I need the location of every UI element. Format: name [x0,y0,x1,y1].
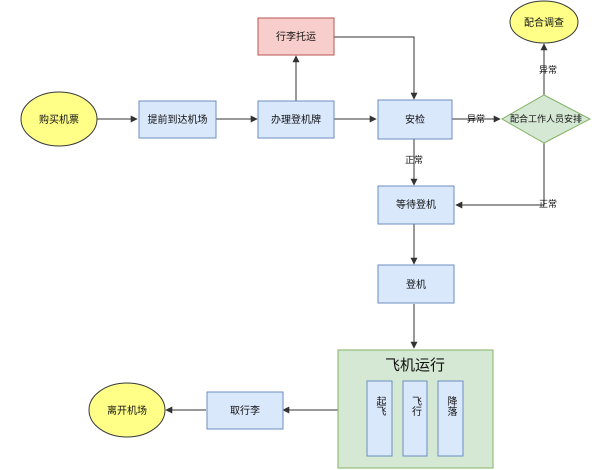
node-board-label: 登机 [406,278,426,291]
node-leave: 离开机场 [88,382,166,438]
node-arrive-early: 提前到达机场 [138,100,217,139]
node-cruise: 飞行 [402,380,428,457]
node-cooperate-label: 配合调查 [524,16,564,29]
node-security-label: 安检 [405,113,425,126]
node-baggage: 行李托运 [257,17,335,56]
node-arrive-early-label: 提前到达机场 [148,113,208,126]
node-wait-label: 等待登机 [396,198,436,211]
edges [97,36,548,414]
node-cooperate: 配合调查 [509,0,579,44]
node-flight-group: 飞机运行 起飞 飞行 降落 [337,349,494,469]
edge-label-normal-down: 正常 [405,154,423,166]
edge-label-abnormal-up: 异常 [539,64,557,76]
node-baggage-claim-label: 取行李 [230,404,260,417]
node-leave-label: 离开机场 [107,404,147,417]
node-landing-label: 降落 [445,395,457,417]
node-board: 登机 [377,264,455,304]
node-check-in-label: 办理登机牌 [271,113,321,126]
node-staff-decision-label: 配合工作人员安排 [510,113,582,125]
edge-labels: 异常 异常 正常 正常 [405,64,557,210]
node-security: 安检 [377,99,453,140]
node-wait: 等待登机 [377,185,455,225]
node-baggage-claim: 取行李 [206,391,284,430]
node-landing: 降落 [437,380,464,457]
edge-staff-to-wait [455,143,545,209]
node-check-in: 办理登机牌 [257,100,335,139]
node-takeoff-label: 起飞 [374,396,386,416]
node-baggage-label: 行李托运 [276,30,316,43]
node-cruise-label: 飞行 [410,396,422,417]
node-buy-ticket-label: 购买机票 [39,113,79,126]
node-flight-title: 飞机运行 [385,356,445,374]
edge-label-abnormal-right: 异常 [467,113,485,125]
edge-label-normal-back: 正常 [539,198,557,210]
edge-baggage-to-security [334,36,418,100]
node-takeoff: 起飞 [366,380,393,457]
node-buy-ticket: 购买机票 [20,91,98,147]
node-staff-decision: 配合工作人员安排 [500,94,592,144]
